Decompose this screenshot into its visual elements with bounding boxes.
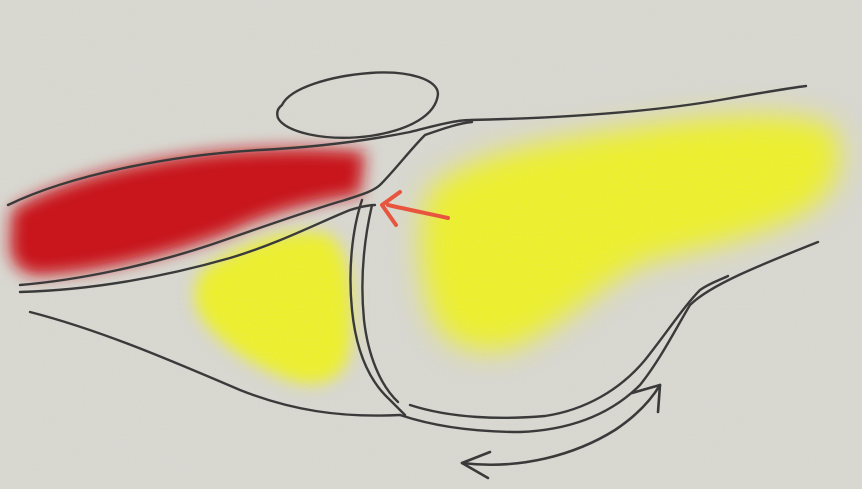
anatomy-sketch [0,0,862,489]
diagram-canvas [0,0,862,489]
